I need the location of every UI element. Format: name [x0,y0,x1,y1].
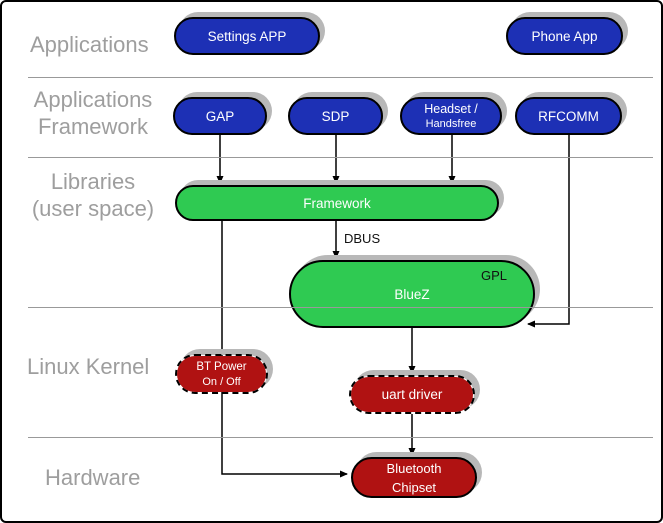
node-label: Phone App [531,28,598,44]
node-framework: Framework [175,185,499,221]
layer-label-linux-kernel: Linux Kernel [27,354,150,379]
node-rfcomm: RFCOMM [515,97,622,135]
node-bt-power: BT Power On / Off [175,354,268,394]
connector-framework-to-chipset [221,221,348,478]
node-label: Framework [303,195,371,211]
node-uart-driver: uart driver [349,375,475,414]
layer-label-line1: Libraries [50,169,136,194]
layer-label-libraries: Libraries (user space) [14,168,172,222]
node-label: Settings APP [207,28,287,44]
node-label: SDP [321,108,350,124]
node-gap: GAP [173,97,267,135]
node-label-line2: Chipset [391,479,437,495]
node-label: RFCOMM [538,108,599,124]
layer-label-hardware: Hardware [45,465,141,490]
dbus-label: DBUS [344,231,381,246]
node-settings-app: Settings APP [174,17,320,55]
layer-label-applications: Applications [30,32,149,57]
node-label-line1: Bluetooth [386,460,442,476]
node-label-line1: Headset / [424,101,478,116]
node-phone-app: Phone App [506,17,623,55]
layer-label-line1: Applications [33,87,153,112]
layer-label-line2: (user space) [31,196,155,221]
node-label: GAP [205,108,235,124]
node-label-line2: On / Off [202,375,241,388]
node-sdp: SDP [288,97,383,135]
node-label: BlueZ [394,286,430,302]
node-label: uart driver [381,387,443,402]
node-label-line2: Handsfree [425,117,477,130]
layer-label-line2: Framework [37,114,148,139]
node-bluetooth-chipset: Bluetooth Chipset [351,457,477,498]
layer-label-applications-framework: Applications Framework [14,86,172,140]
node-headset-handsfree: Headset / Handsfree [400,97,502,135]
node-label-line1: BT Power [196,360,247,373]
gpl-label: GPL [481,268,508,283]
